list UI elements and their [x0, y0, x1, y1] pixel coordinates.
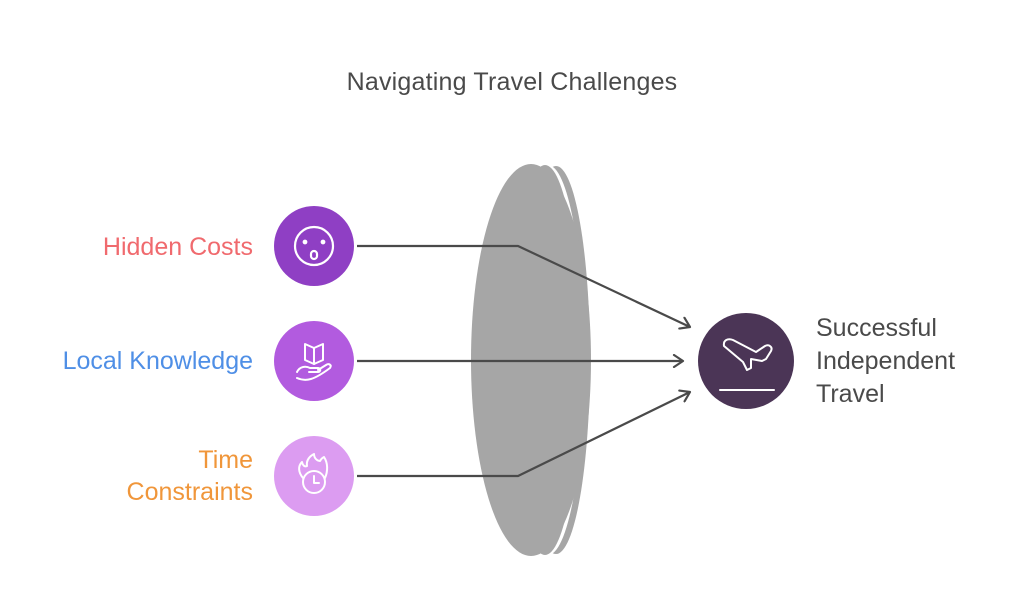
output-node [698, 313, 794, 409]
output-label: Successful Independent Travel [816, 312, 955, 411]
input-node-local-knowledge [274, 321, 354, 401]
book-in-hand-icon [296, 343, 332, 381]
label-line: Successful [816, 314, 937, 342]
diagram-title: Navigating Travel Challenges [346, 68, 678, 96]
label-line: Independent [816, 347, 956, 375]
clock-fire-icon [298, 453, 329, 494]
label-line: Time [198, 446, 253, 474]
surprised-face-icon [293, 225, 335, 267]
label-line: Hidden Costs [102, 233, 253, 261]
input-node-time-constraints [274, 436, 354, 516]
connectors [357, 244, 690, 478]
label-line: Local Knowledge [62, 347, 253, 375]
input-node-hidden-costs [274, 206, 354, 286]
input-label-hidden-costs: Hidden Costs [103, 231, 253, 263]
input-label-time-constraints: Time Constraints [127, 444, 253, 508]
label-line: Travel [816, 380, 885, 408]
connector-time-constraints [357, 392, 690, 478]
label-line: Constraints [126, 478, 253, 506]
connector-hidden-costs [357, 244, 690, 327]
airplane-takeoff-icon [719, 338, 775, 391]
input-label-local-knowledge: Local Knowledge [63, 345, 253, 377]
